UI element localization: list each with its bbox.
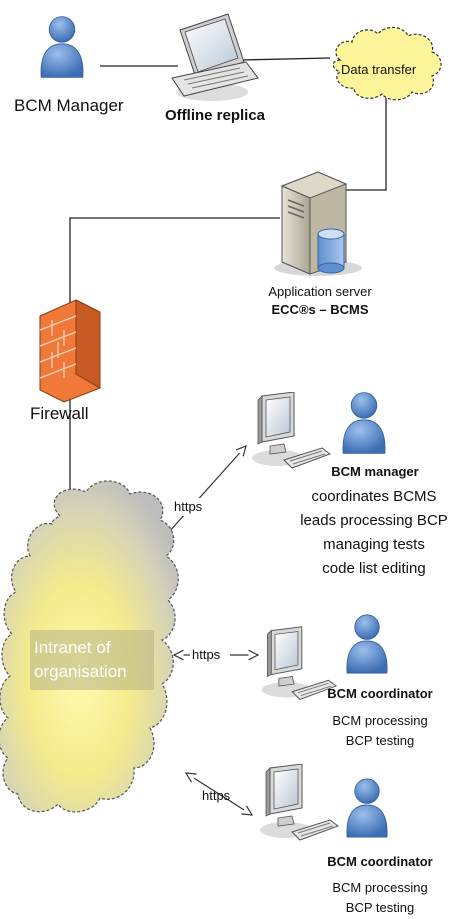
line-laptop-to-datatransfer [239, 57, 331, 61]
user-role: BCM processing [332, 713, 428, 728]
user-role: coordinates BCMS [311, 488, 437, 505]
https-label-bg [170, 498, 210, 516]
firewall-label: Firewall [30, 404, 89, 423]
user-role: BCP testing [345, 733, 415, 748]
cloud-icon [332, 26, 442, 101]
user-role: BCP testing [345, 900, 415, 915]
intranet-label-bg [30, 630, 154, 690]
app-server-sublabel: ECC®s – BCMS [271, 302, 369, 317]
offline-replica-label: Offline replica [165, 107, 266, 124]
person-icon [346, 614, 388, 674]
intranet-label: Intranet of [34, 638, 111, 657]
https-label-2: https [192, 647, 221, 662]
https-label-3: https [202, 788, 231, 803]
firewall-icon [39, 299, 101, 403]
connection-lines [69, 57, 387, 512]
desktop-computer-icon [251, 392, 331, 469]
laptop-icon [171, 13, 259, 101]
https-label-1: https [174, 499, 203, 514]
user-title: BCM coordinator [327, 686, 433, 701]
user-role: code list editing [322, 560, 426, 577]
user-role: leads processing BCP [300, 512, 448, 529]
desktop-computer-icon [259, 764, 339, 841]
bcm-manager-top-label: BCM Manager [14, 96, 124, 115]
user-role: BCM processing [332, 880, 428, 895]
user-title: BCM coordinator [327, 854, 433, 869]
user-title: BCM manager [331, 464, 419, 479]
https-label-bg [190, 646, 230, 664]
server-icon [274, 171, 362, 276]
person-icon [40, 16, 84, 78]
app-server-label: Application server [268, 284, 372, 299]
data-transfer-label: Data transfer [341, 62, 417, 77]
user-role: managing tests [323, 536, 425, 553]
person-icon [346, 778, 388, 838]
line-server-to-firewall [69, 217, 280, 308]
person-icon [342, 392, 386, 454]
https-arrow-3 [186, 773, 252, 815]
line-datatransfer-to-server [338, 98, 387, 191]
intranet-sublabel: organisation [34, 662, 127, 681]
